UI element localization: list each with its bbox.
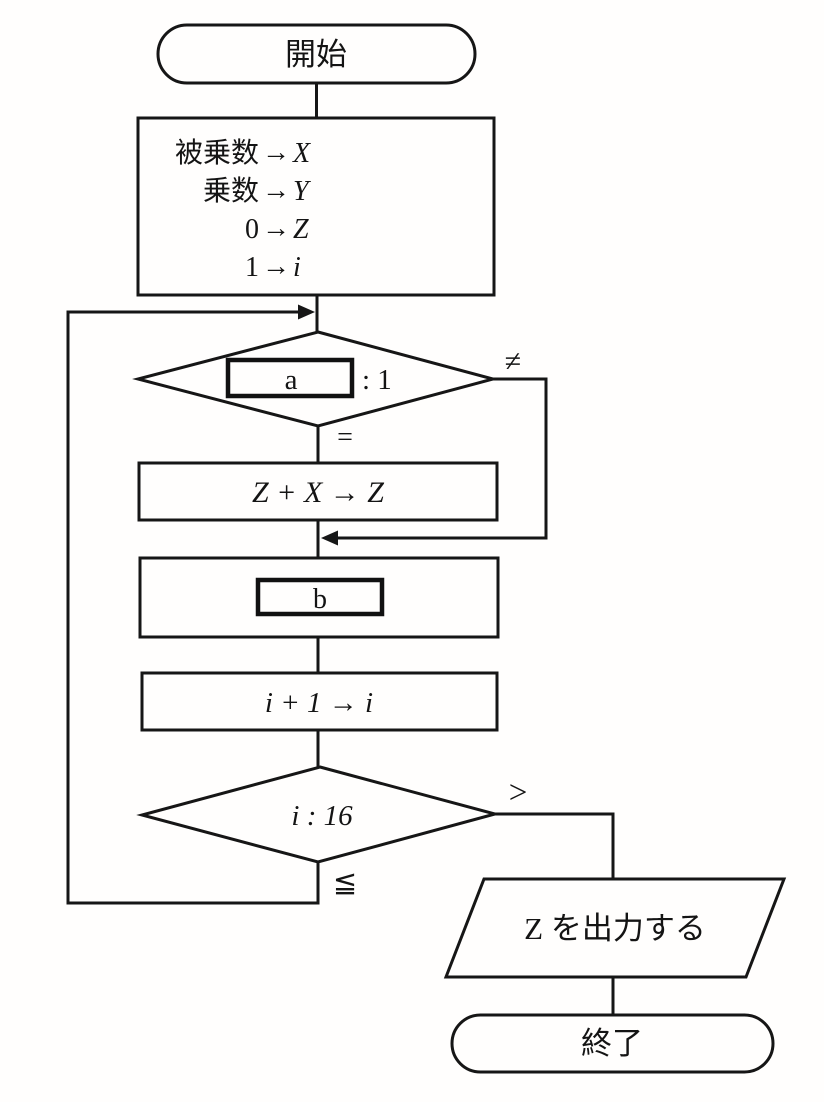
add-label: Z + X → Z: [252, 476, 384, 509]
end-terminal: [450, 1013, 775, 1074]
branch-neq-connector: [325, 377, 548, 540]
loop-junction-arrowhead-icon: [298, 304, 315, 320]
init-row3-lhs: 0: [245, 214, 259, 245]
blank-b-label: b: [313, 584, 327, 615]
blank-b-process: [138, 556, 500, 639]
init-process: [136, 116, 496, 297]
init-row4-lhs: 1: [245, 252, 259, 283]
init-row1-rhs: X: [292, 138, 311, 169]
add-process: [137, 461, 499, 522]
end-label: 終了: [581, 1026, 643, 1061]
merge-arrowhead-icon: [321, 530, 338, 546]
decision-a-diamond: [132, 330, 499, 428]
branch-le-label: ≦: [333, 867, 357, 899]
branch-gt-label: >: [509, 775, 528, 811]
init-row4-rhs: i: [293, 252, 301, 283]
start-terminal: [156, 23, 477, 85]
init-row3-arrow-icon: →: [262, 213, 290, 244]
init-row2-arrow-icon: →: [262, 175, 290, 206]
loop-back-connector: [66, 310, 320, 905]
decision-i-label: i : 16: [291, 800, 353, 832]
blank-b-box: [255, 577, 385, 617]
decision-i-diamond: [136, 765, 501, 864]
branch-eq-label: =: [337, 422, 353, 453]
branch-neq-label: ≠: [505, 345, 521, 378]
init-row3-rhs: Z: [293, 214, 309, 245]
increment-label: i + 1 → i: [265, 687, 373, 719]
branch-gt-connector: [495, 812, 615, 879]
init-row4-arrow-icon: →: [262, 251, 290, 282]
decision-a-compare-label: : 1: [362, 364, 392, 396]
init-row2-lhs: 乗数: [203, 175, 259, 207]
start-label: 開始: [285, 37, 347, 72]
init-row1-lhs: 被乗数: [175, 137, 259, 169]
blank-a-label: a: [285, 364, 298, 396]
output-parallelogram: [443, 877, 787, 979]
blank-a-box: [225, 357, 355, 399]
init-row1-arrow-icon: →: [262, 137, 290, 168]
increment-process: [140, 671, 499, 732]
init-row2-rhs: Y: [293, 176, 312, 207]
output-label: Z を出力する: [524, 911, 706, 946]
